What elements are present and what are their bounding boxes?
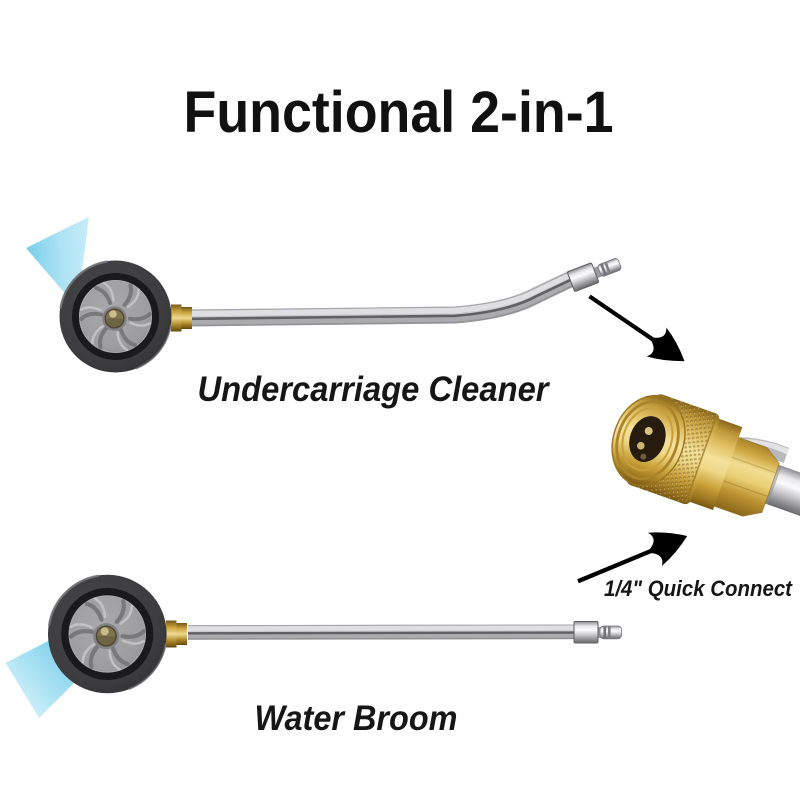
svg-text:Water Broom: Water Broom bbox=[255, 698, 458, 738]
svg-text:1/4" Quick Connect: 1/4" Quick Connect bbox=[604, 576, 793, 601]
svg-text:Functional 2-in-1: Functional 2-in-1 bbox=[184, 80, 614, 145]
svg-text:Undercarriage Cleaner: Undercarriage Cleaner bbox=[198, 370, 551, 409]
